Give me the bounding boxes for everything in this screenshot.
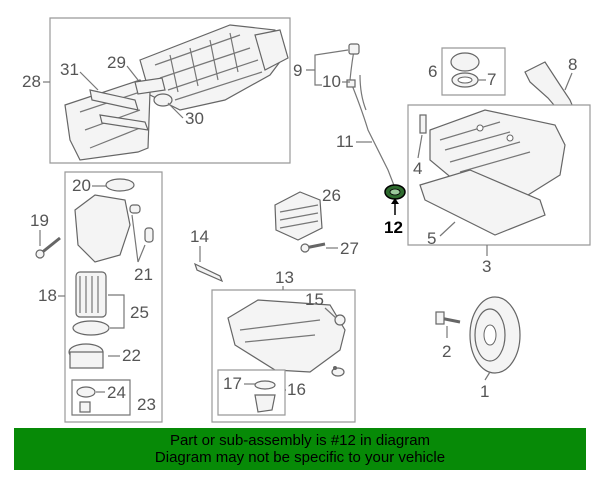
notice-line-2: Diagram may not be specific to your vehi… [154,449,446,466]
valve-cover-group [407,104,591,246]
callout-3: 3 [482,257,491,276]
callout-31: 31 [60,60,79,79]
callout-14: 14 [190,227,209,246]
callout-24: 24 [107,383,126,402]
callout-1: 1 [480,382,489,401]
callout-5: 5 [427,229,436,248]
oil-cooler-group [274,191,326,253]
callout-4: 4 [413,159,422,178]
callout-20: 20 [72,176,91,195]
intake-manifold-group [49,17,291,164]
callout-10: 10 [322,72,341,91]
callout-23: 23 [137,395,156,414]
callout-28: 28 [22,72,41,91]
part-12-o-ring[interactable] [384,184,406,200]
callout-8: 8 [568,55,577,74]
callout-9: 9 [293,61,302,80]
callout-11: 11 [336,132,354,151]
callout-12: 12 [384,218,403,237]
callout-6: 6 [428,62,437,81]
callout-29: 29 [107,53,126,72]
callout-21: 21 [134,265,153,284]
bolt-19 [35,236,61,259]
callout-2: 2 [442,342,451,361]
callout-30: 30 [185,109,204,128]
callout-15: 15 [305,290,324,309]
oil-pan-group [211,289,356,423]
callout-25: 25 [130,303,149,322]
callout-18: 18 [38,286,57,305]
notice-banner: Part or sub-assembly is #12 in diagram D… [14,428,586,470]
notice-line-1: Part or sub-assembly is #12 in diagram [169,432,431,449]
callout-13: 13 [275,268,294,287]
callout-19: 19 [30,211,49,230]
callout-22: 22 [122,346,141,365]
dipstick-group [346,43,396,189]
oil-filter-group [64,171,163,423]
callout-16: 16 [287,380,306,399]
tube-14 [193,262,224,283]
pulley-group [435,296,521,374]
callout-7: 7 [487,70,496,89]
callout-26: 26 [322,186,341,205]
callout-27: 27 [340,239,359,258]
callout-17: 17 [223,374,242,393]
